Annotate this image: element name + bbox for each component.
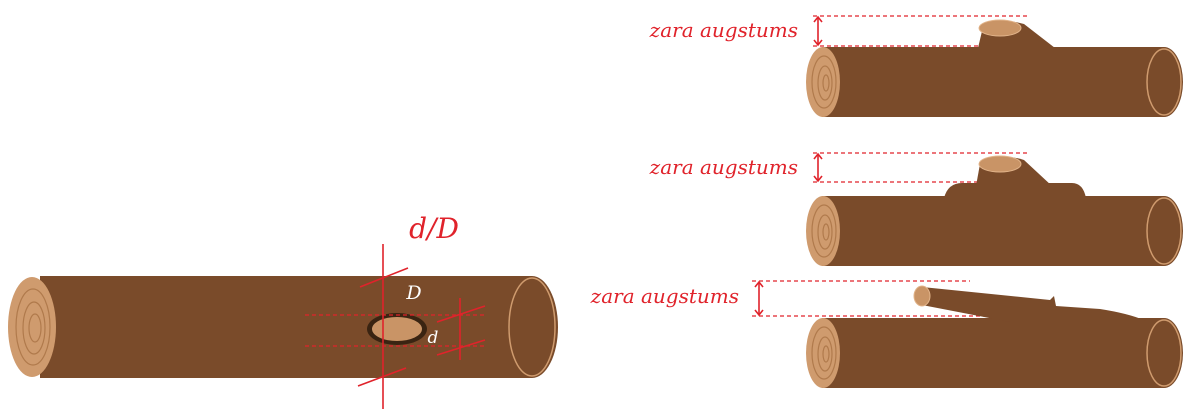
left-log-diagram: d/D D d — [8, 212, 558, 409]
log-ring — [817, 65, 833, 101]
log-ring — [817, 336, 833, 372]
log-ring — [811, 55, 837, 109]
left-log-far-end — [508, 277, 556, 377]
log-far-end — [1146, 319, 1182, 387]
diameter-label-d: d — [428, 328, 439, 348]
log-ring — [811, 326, 837, 380]
diameter-measure-d — [436, 298, 486, 360]
height-guides — [752, 280, 1010, 317]
log-ring — [822, 223, 830, 241]
knot-height-diagram-2: zara augstums — [649, 152, 1183, 266]
left-log-ring — [22, 301, 46, 355]
left-log-body — [40, 276, 558, 378]
log-body — [822, 196, 1183, 266]
log-far-end — [1146, 48, 1182, 116]
log-far-end — [1146, 197, 1182, 265]
left-log-ring — [15, 288, 51, 366]
branch-swelling — [944, 183, 1086, 198]
log-ring — [822, 345, 830, 363]
knot-dashed-guides — [305, 314, 485, 347]
knot-height-diagram-1: zara augstums — [649, 15, 1183, 117]
log-ring — [817, 214, 833, 250]
knot-height-diagram-3: zara augstums — [590, 280, 1183, 388]
log-body — [822, 47, 1183, 117]
log-ring — [811, 204, 837, 258]
log-ring — [822, 74, 830, 92]
branch-height-label: zara augstums — [649, 18, 798, 42]
ratio-label: d/D — [409, 212, 459, 245]
branch-stub-face — [978, 155, 1022, 173]
knot-face — [372, 317, 422, 341]
knot-cross-section — [367, 313, 427, 345]
branch-height-label: zara augstums — [590, 284, 739, 308]
left-log — [8, 276, 558, 378]
left-log-ring — [28, 313, 42, 343]
height-guides — [813, 15, 1030, 47]
branch-end-face — [913, 285, 931, 307]
height-arrow — [813, 15, 823, 47]
log-body — [822, 318, 1183, 388]
height-arrow — [754, 280, 764, 317]
diameter-measure-D — [357, 244, 409, 409]
diameter-label-D: D — [405, 282, 421, 304]
height-guides — [813, 152, 1030, 183]
height-arrow — [813, 152, 823, 183]
left-log-end-face — [8, 277, 56, 377]
branch-height-label: zara augstums — [649, 155, 798, 179]
slanted-branch — [922, 287, 1148, 322]
branch-stub-face — [978, 19, 1022, 37]
